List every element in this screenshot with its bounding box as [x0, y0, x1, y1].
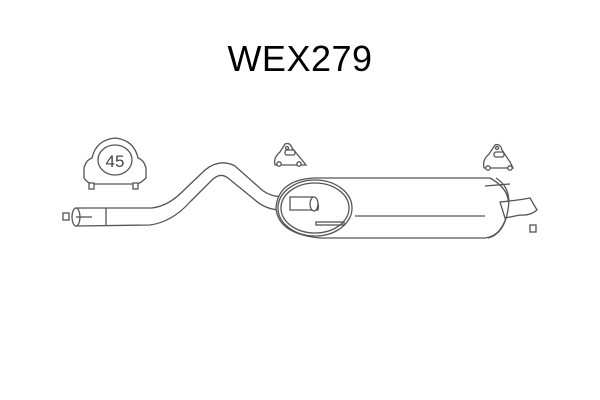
part-number-title: WEX279 — [227, 38, 373, 79]
pipe-clamp: 45 — [83, 137, 147, 190]
mounting-bracket-1 — [273, 142, 308, 167]
outlet-marker — [529, 224, 537, 233]
mounting-bracket-2 — [482, 143, 515, 171]
rear-silencer — [275, 177, 538, 239]
clamp-size-label: 45 — [106, 152, 125, 171]
inlet-marker — [62, 212, 70, 221]
